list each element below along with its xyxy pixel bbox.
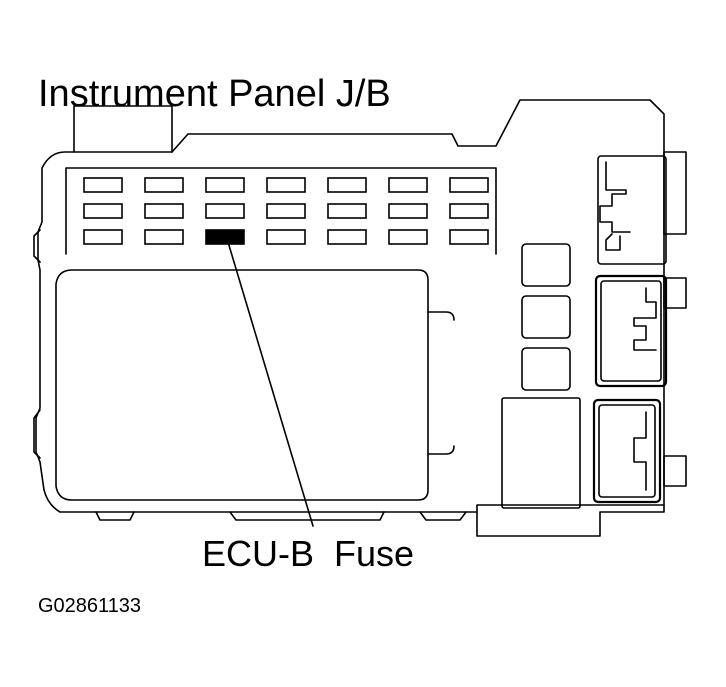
cover-latch-upper — [427, 311, 455, 321]
fuse-slot — [266, 177, 306, 193]
fuse-slot — [327, 229, 367, 245]
fuse-slot — [144, 203, 184, 219]
cover-panel-outline — [55, 269, 429, 501]
right-tab-3 — [663, 455, 687, 487]
diagram-title: Instrument Panel J/B — [38, 73, 391, 115]
fuse-slot — [388, 203, 428, 219]
connector-2-inner — [600, 280, 662, 382]
junction-block-housing — [33, 99, 687, 537]
relay-2 — [521, 295, 571, 339]
connector-3 — [592, 398, 662, 504]
callout-leader-line — [227, 241, 314, 527]
connector-3-key — [633, 411, 647, 491]
fuse-slot — [205, 203, 245, 219]
relay-large — [501, 397, 581, 509]
figure-id: G02861133 — [38, 595, 141, 617]
relay-1 — [521, 243, 571, 287]
fuse-slot — [449, 177, 489, 193]
cover-latch-lower — [427, 445, 455, 455]
connector-3-housing — [592, 398, 662, 504]
fuse-slot — [83, 203, 123, 219]
fuse-slot — [449, 203, 489, 219]
fuse-slot — [266, 229, 306, 245]
fuse-grid — [83, 177, 489, 245]
connector-2-key — [633, 287, 657, 351]
relay-3 — [521, 347, 571, 391]
connector-2 — [594, 274, 668, 388]
lower-step — [476, 504, 665, 537]
fuse-slot — [266, 203, 306, 219]
housing-outline — [35, 99, 665, 513]
connector-1-key — [599, 161, 631, 233]
connector-1-latch — [605, 233, 621, 251]
connector-1-housing — [597, 155, 667, 265]
fuse-slot — [449, 229, 489, 245]
fuse-slot — [388, 229, 428, 245]
cover-panel — [55, 269, 455, 501]
fuse-area-frame — [65, 167, 497, 255]
fuse-callout-label: ECU-B Fuse — [202, 533, 414, 574]
right-tab-1 — [663, 151, 687, 235]
fuse-slot — [388, 177, 428, 193]
top-mounting-tab — [73, 105, 173, 153]
connector-2-housing — [594, 274, 668, 388]
fuse-slot — [83, 177, 123, 193]
right-tab-2 — [663, 277, 687, 309]
fuse-ecu-b — [205, 229, 245, 245]
fuse-slot — [83, 229, 123, 245]
left-clip-upper — [33, 229, 41, 263]
relay-column — [501, 243, 581, 509]
connector-1 — [597, 155, 667, 265]
bottom-foot-2 — [229, 511, 385, 521]
bottom-foot-3 — [419, 511, 467, 521]
fuse-slot — [144, 177, 184, 193]
fuse-slot — [205, 177, 245, 193]
bottom-foot-1 — [95, 511, 135, 521]
fuse-slot — [327, 203, 367, 219]
fuse-slot — [327, 177, 367, 193]
left-clip-lower — [33, 409, 41, 459]
fuse-slot — [144, 229, 184, 245]
connector-3-inner — [598, 404, 656, 498]
